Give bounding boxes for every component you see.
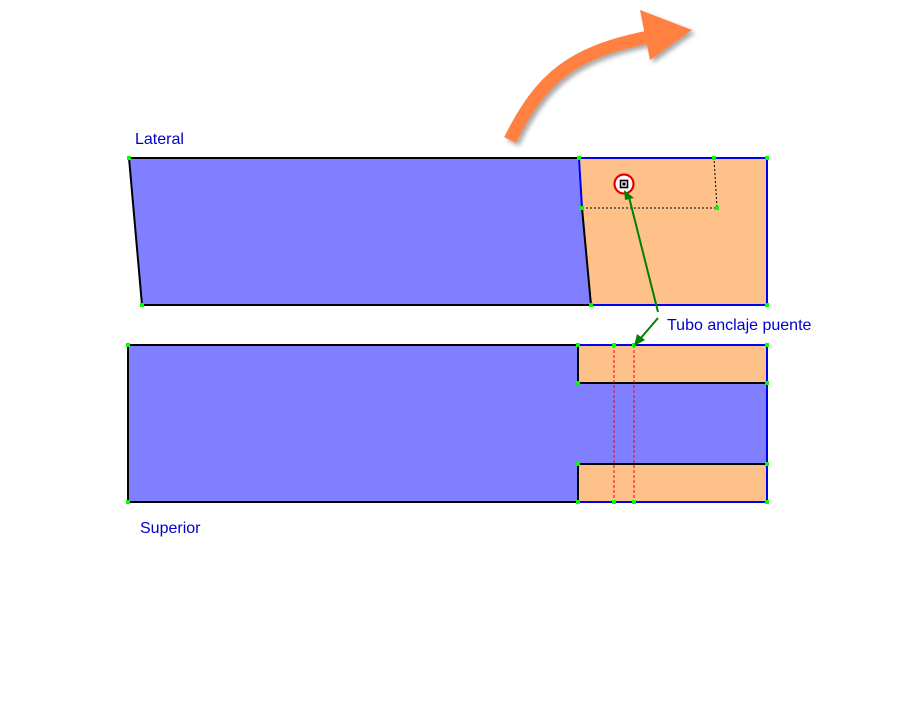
- superior-tube-hidden-lines: [613, 345, 635, 502]
- lateral-view: [127, 156, 769, 307]
- superior-vertex-markers: [126, 343, 769, 504]
- lateral-body-outline: [127, 157, 591, 306]
- superior-bridge-bottom: [578, 464, 767, 502]
- lateral-bridge-section: [579, 158, 767, 305]
- superior-body-section: [128, 345, 767, 502]
- superior-bridge-top: [578, 345, 767, 383]
- superior-bridge-outline: [578, 344, 768, 503]
- lateral-vertex-markers: [127, 156, 769, 307]
- lateral-hidden-lines: [582, 157, 718, 209]
- lateral-bridge-outline: [579, 157, 768, 306]
- tube-anchor-annotation: Tubo anclaje puente: [667, 317, 812, 334]
- lateral-body-section: [129, 158, 591, 305]
- curved-arrow-icon: [504, 10, 692, 143]
- superior-body-outline: [127, 344, 578, 503]
- lateral-joint-line-bottom: [581, 207, 592, 306]
- lateral-joint-line-top: [578, 157, 583, 209]
- lateral-view-label: Lateral: [135, 131, 184, 148]
- annotation-leader-lines: [624, 190, 659, 346]
- superior-view-label: Superior: [140, 520, 201, 537]
- superior-view: [126, 343, 769, 504]
- anchor-point-icon: [613, 173, 635, 195]
